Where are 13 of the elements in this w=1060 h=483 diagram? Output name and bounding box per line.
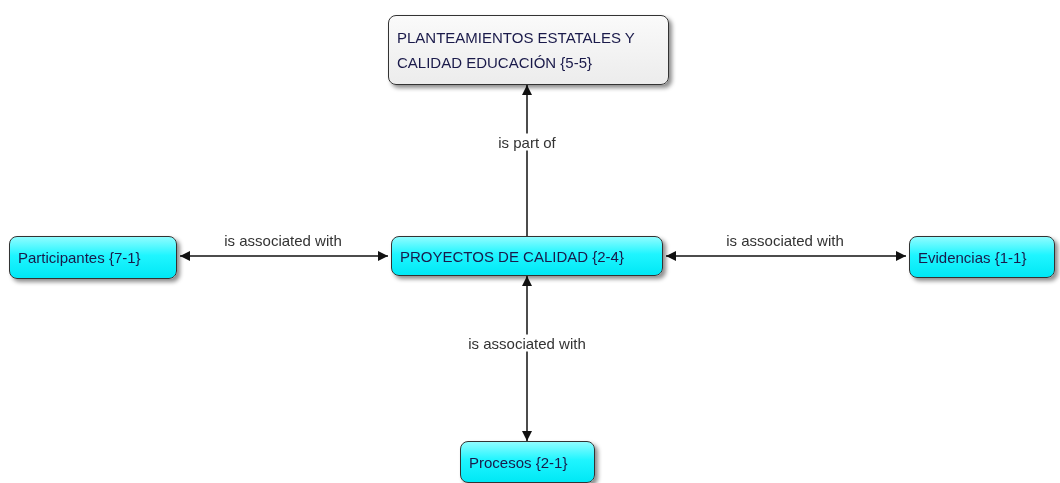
arrow	[522, 275, 532, 442]
concept-box: PLANTEAMIENTOS ESTATALES Y CALIDAD EDUCACIÓN {5-5}	[388, 15, 669, 85]
arrow	[179, 251, 389, 261]
edge-label: is part of	[496, 133, 558, 151]
concept-box: PROYECTOS DE CALIDAD {2-4}	[391, 236, 663, 276]
arrow	[522, 84, 532, 237]
concept-box: Evidencias {1-1}	[909, 236, 1055, 278]
arrow	[665, 251, 907, 261]
edge-label: is associated with	[223, 231, 343, 249]
edge-label: is associated with	[466, 334, 588, 352]
edge-label: is associated with	[725, 231, 845, 249]
concept-box: Procesos {2-1}	[460, 441, 595, 483]
concept-box: Participantes {7-1}	[9, 236, 177, 279]
